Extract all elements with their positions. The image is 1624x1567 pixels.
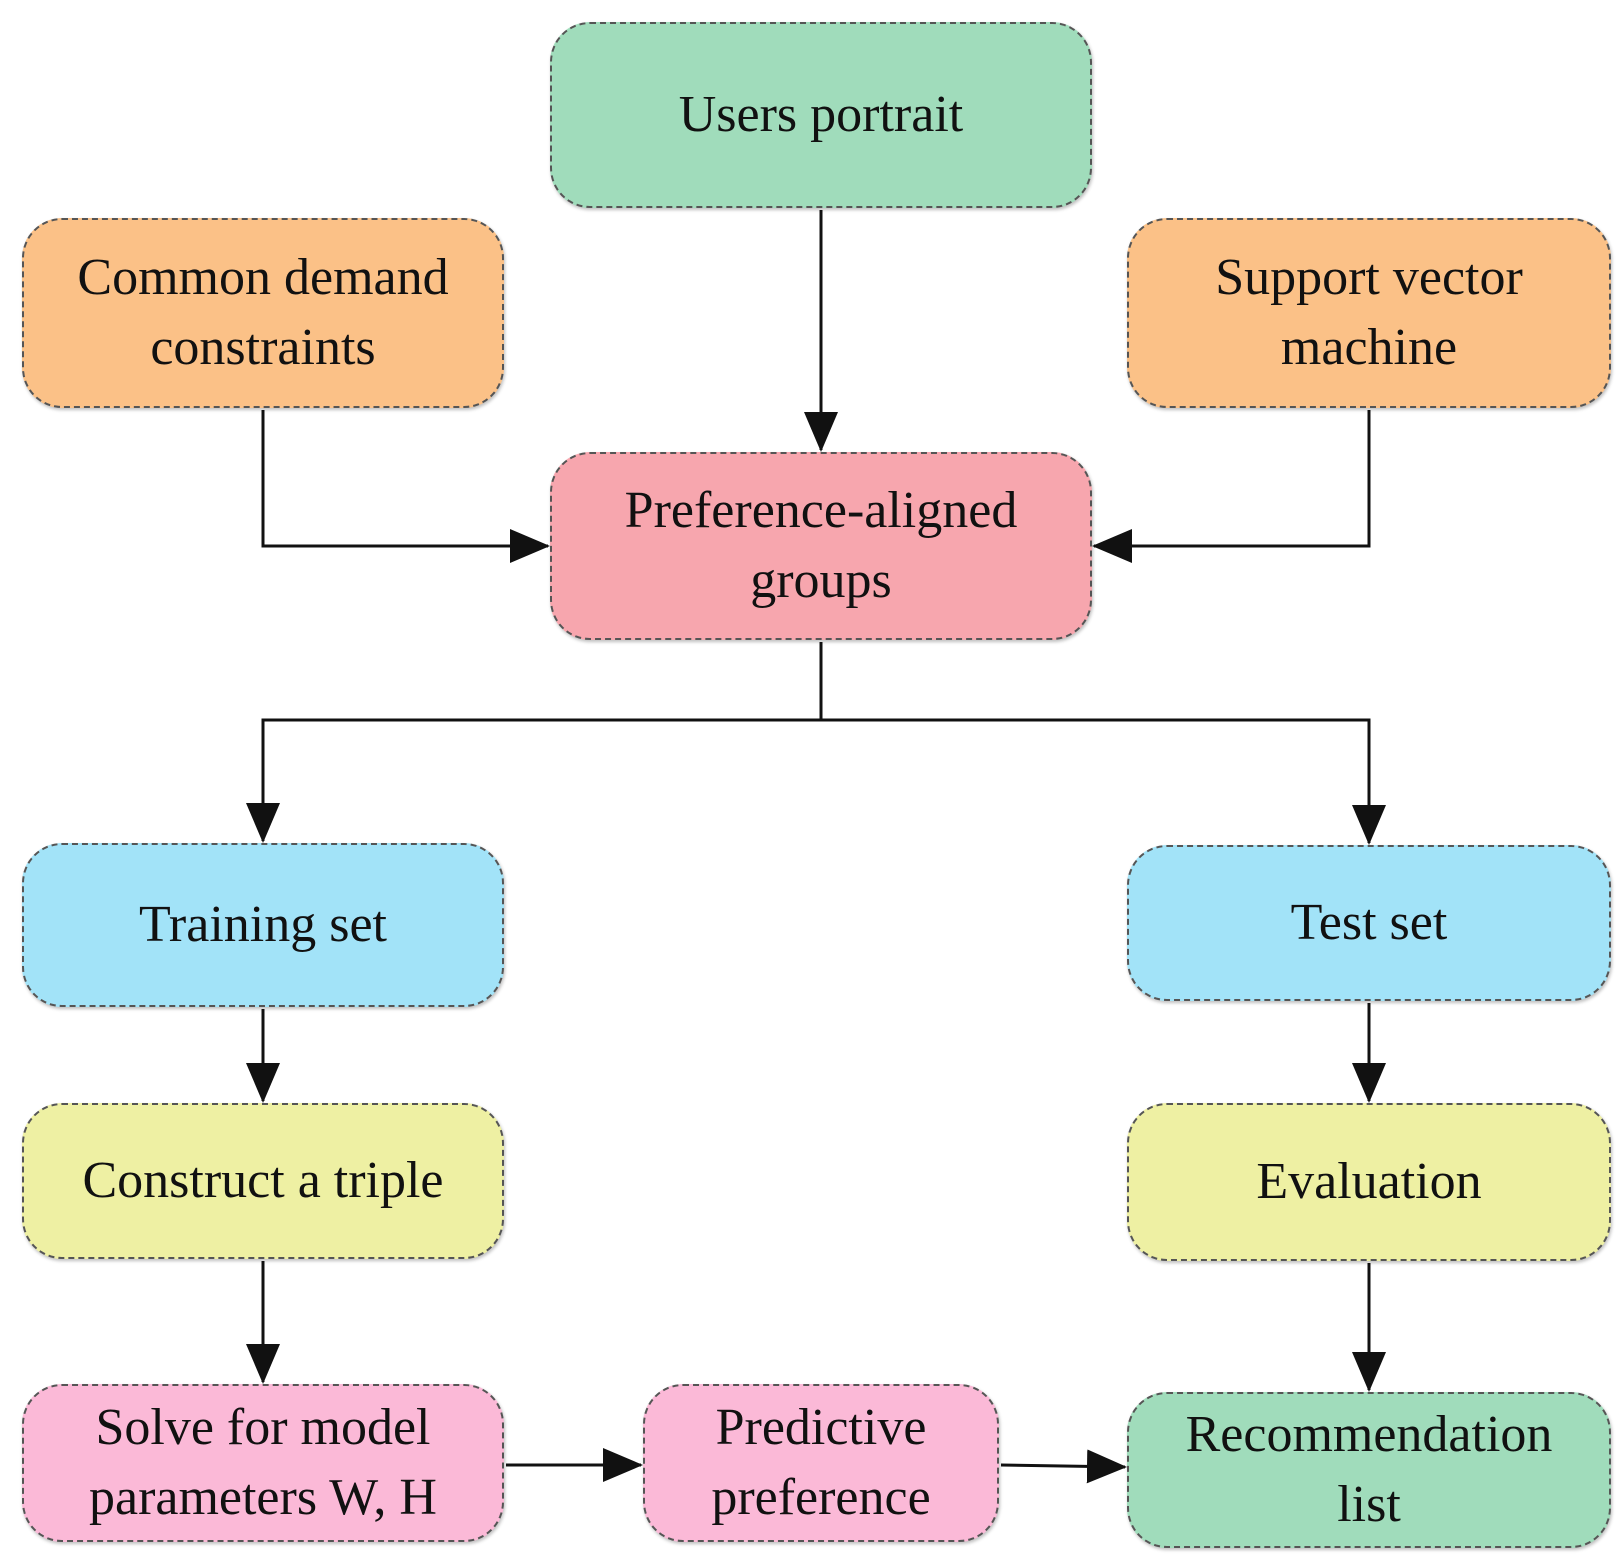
node-training-set-label: Training set [139, 896, 387, 953]
node-predictive-preference-label: Predictive preference [711, 1399, 931, 1526]
edge-preference-to-training [246, 718, 821, 843]
node-test-set: Test set [1127, 845, 1611, 1001]
node-support-vector-machine-label: Support vector machine [1215, 249, 1523, 376]
node-common-demand-constraints-label: Common demand constraints [77, 249, 449, 376]
node-solve-model-parameters: Solve for model parameters W, H [22, 1384, 504, 1542]
node-users-portrait: Users portrait [550, 22, 1092, 208]
node-construct-a-triple-label: Construct a triple [82, 1152, 444, 1209]
node-solve-model-parameters-label: Solve for model parameters W, H [88, 1399, 437, 1526]
node-recommendation-list: Recommendation list [1127, 1392, 1611, 1548]
edge-preference-to-test [821, 718, 1386, 845]
node-evaluation: Evaluation [1127, 1103, 1611, 1261]
edge-common-to-preference [261, 410, 550, 563]
node-common-demand-constraints: Common demand constraints [22, 218, 504, 408]
node-preference-aligned-groups: Preference-aligned groups [550, 452, 1092, 640]
node-support-vector-machine: Support vector machine [1127, 218, 1611, 408]
node-construct-a-triple: Construct a triple [22, 1103, 504, 1259]
node-predictive-preference: Predictive preference [643, 1384, 999, 1542]
edge-predictive-to-recommendation [1000, 1449, 1127, 1484]
node-test-set-label: Test set [1290, 894, 1448, 951]
edge-svm-to-preference [1092, 410, 1371, 563]
node-recommendation-list-label: Recommendation list [1185, 1406, 1553, 1533]
node-training-set: Training set [22, 843, 504, 1007]
node-preference-aligned-groups-label: Preference-aligned groups [624, 482, 1018, 609]
node-evaluation-label: Evaluation [1256, 1153, 1482, 1210]
node-users-portrait-label: Users portrait [678, 86, 964, 143]
